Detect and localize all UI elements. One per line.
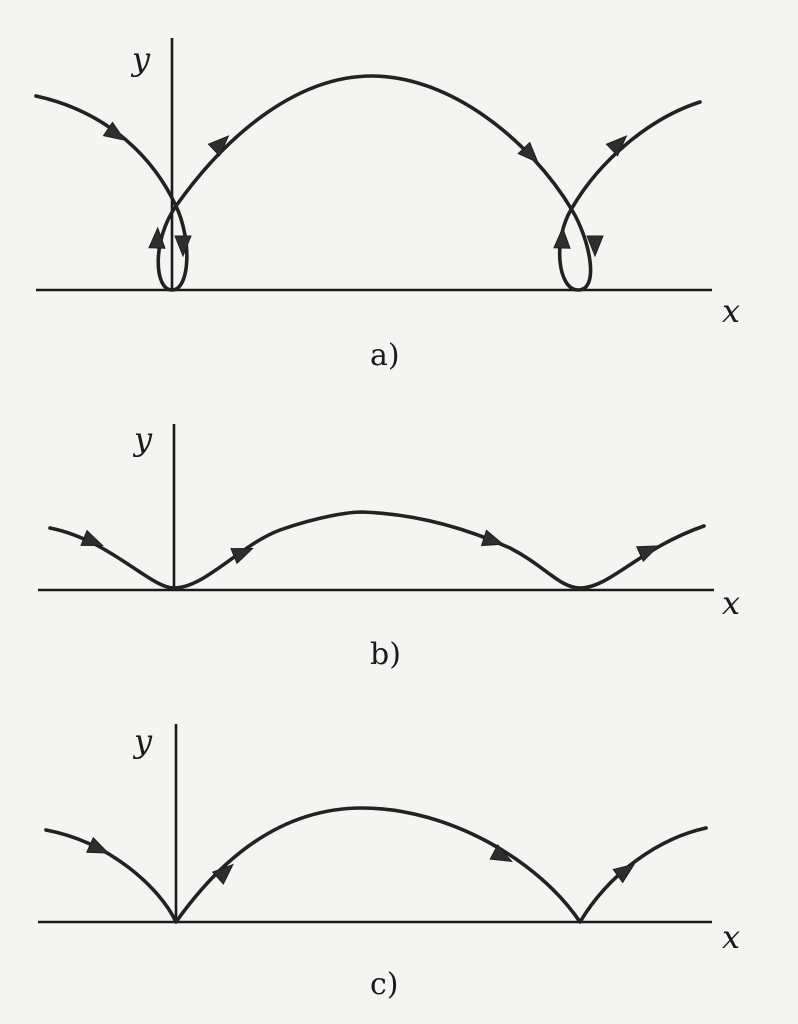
panel-b-arrow-1 [80,529,104,546]
panel-b-arrow-4 [635,545,660,563]
panel-c-label: c) [370,967,399,1002]
panel-b-x-axis-label: x [722,584,740,622]
panel-a-arrow-6 [586,235,604,258]
panel-c-trajectory-curve [44,806,708,924]
panel-a-arrow-8 [605,135,628,157]
panel-c-arrow-2 [211,863,234,885]
panel-a-trajectory-curve [34,74,702,292]
panel-b-y-axis-label: y [132,420,153,458]
panel-a-arrow-5 [517,141,539,164]
panel-a: y x a) [34,38,740,373]
panel-a-arrow-7 [553,226,571,249]
panel-b-label: b) [370,637,401,672]
panel-b-trajectory-curve [48,510,706,590]
panel-c-arrow-1 [85,836,110,854]
panel-b-arrow-3 [480,529,505,547]
panel-c-y-axis-label: y [132,722,153,760]
panel-a-y-axis-label: y [130,40,151,78]
panel-b-arrow-2 [230,548,254,565]
panel-a-arrow-4 [207,135,230,157]
panel-a-arrow-1 [102,121,126,141]
panel-c-arrow-3 [489,844,513,863]
panel-a-label: a) [370,338,400,373]
panel-c-x-axis-label: x [722,918,740,956]
panel-b: y x b) [38,420,740,672]
panel-c: y x c) [38,722,740,1002]
panel-a-arrow-3 [148,226,166,249]
panel-a-arrow-2 [174,235,192,258]
panel-a-x-axis-label: x [722,292,740,330]
panel-c-arrow-4 [612,863,636,884]
